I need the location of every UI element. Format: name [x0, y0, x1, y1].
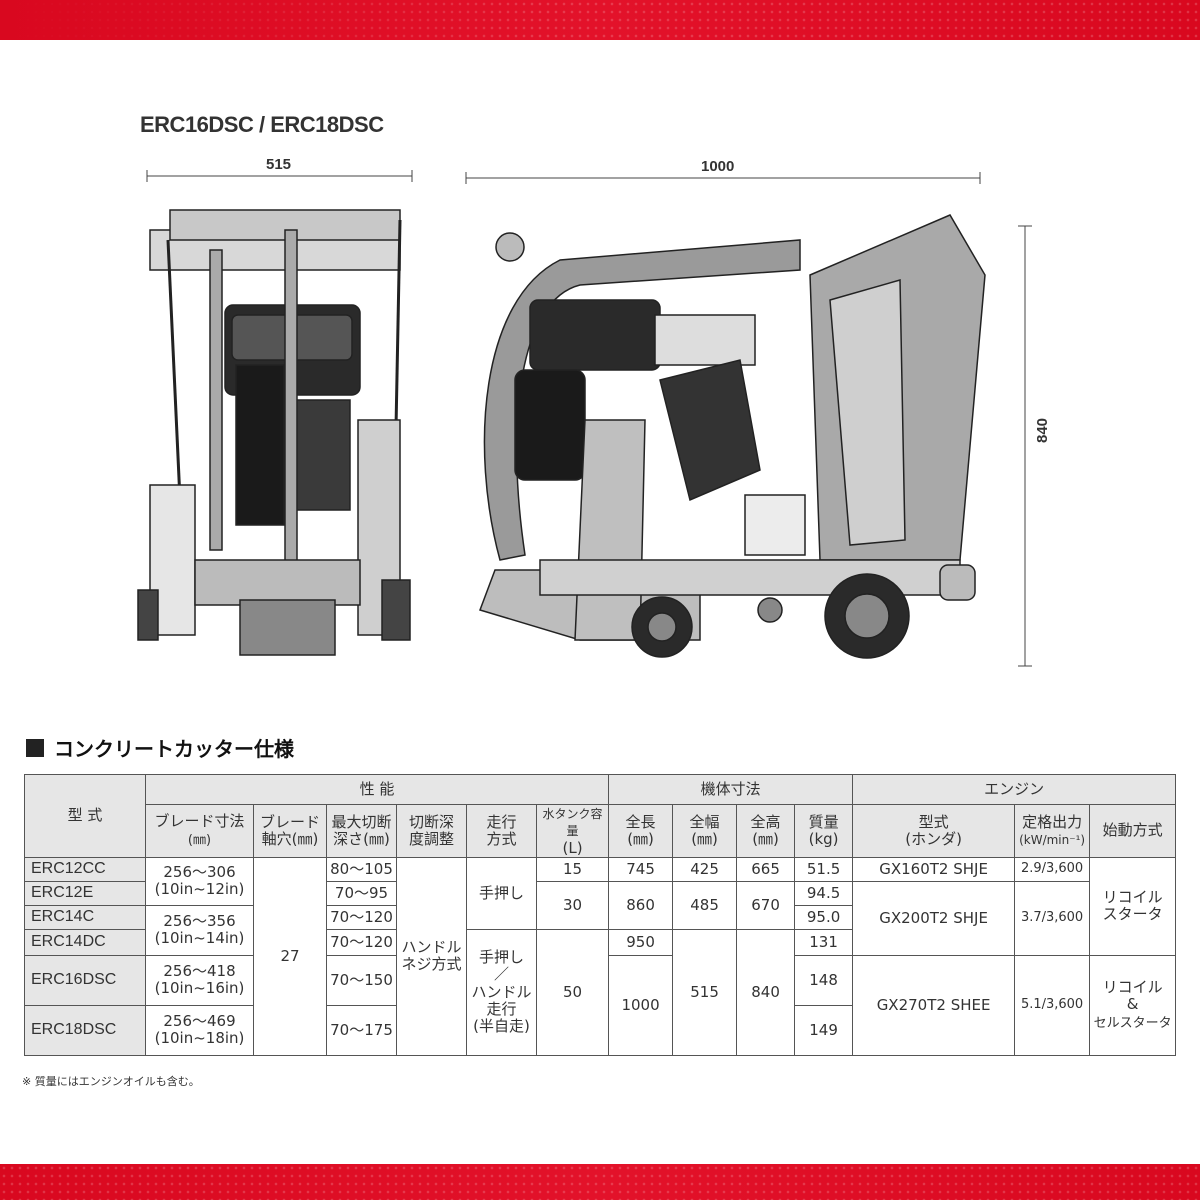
header-weight: 質量(kg) — [794, 804, 854, 858]
height-cell: 665 — [736, 856, 796, 882]
rated-output-cell: 3.7/3,600 — [1014, 880, 1091, 956]
engine-model-cell: GX200T2 SHJE — [852, 880, 1016, 956]
model-cell: ERC16DSC — [24, 954, 146, 1006]
table-row: ERC12E 70～95 30 860 485 670 94.5 GX200T2… — [24, 880, 1176, 956]
header-length: 全長(㎜) — [608, 804, 674, 858]
rated-output-cell: 5.1/3,600 — [1014, 954, 1091, 1056]
tank-cell: 15 — [535, 856, 610, 882]
model-cell: ERC14C — [24, 904, 146, 930]
height-cell: 840 — [736, 928, 796, 1056]
top-red-band — [0, 0, 1200, 40]
side-view — [479, 214, 986, 659]
header-body-dims: 機体寸法 — [608, 774, 854, 805]
footnote: ※ 質量にはエンジンオイルも含む。 — [22, 1075, 200, 1088]
model-cell: ERC18DSC — [24, 1004, 146, 1056]
weight-cell: 94.5 — [794, 880, 854, 906]
section-square-icon — [26, 738, 44, 757]
tank-cell: 30 — [535, 880, 610, 930]
table-row: ERC12CC 256～306(10in~12in) 27 80～105 ハンド… — [24, 856, 1177, 1056]
header-start: 始動方式 — [1089, 804, 1177, 858]
weight-cell: 95.0 — [794, 904, 854, 930]
dim-side-length: 1000 — [701, 158, 735, 175]
header-max-depth: 最大切断深さ(㎜) — [326, 804, 397, 858]
depth-cell: 70～120 — [326, 904, 397, 930]
width-cell: 485 — [672, 880, 738, 930]
width-cell: 515 — [672, 928, 738, 1056]
header-tank: 水タンク容量(L) — [535, 804, 610, 858]
header-depth-adj: 切断深度調整 — [396, 804, 467, 858]
depth-cell: 70～120 — [326, 928, 397, 956]
table-row: ERC14DC 70～120 手押し／ハンドル走行(半自走) 50 950 51… — [24, 928, 1176, 1056]
header-rated-output: 定格出力(kW/min⁻¹) — [1014, 804, 1091, 858]
front-view — [137, 209, 411, 656]
header-model: 型 式 — [24, 774, 146, 858]
header-blade-size: ブレード寸法(㎜) — [145, 804, 254, 858]
length-cell: 1000 — [608, 954, 674, 1056]
model-cell: ERC14DC — [24, 928, 146, 956]
header-travel: 走行方式 — [466, 804, 537, 858]
header-height: 全高(㎜) — [736, 804, 796, 858]
drawing-title: ERC16DSC / ERC18DSC — [140, 112, 384, 137]
header-width: 全幅(㎜) — [672, 804, 738, 858]
model-cell: ERC12CC — [24, 856, 146, 882]
header-performance: 性 能 — [144, 774, 610, 805]
machine-drawing — [137, 170, 1032, 667]
depth-cell: 80～105 — [326, 856, 397, 882]
blade-size-cell: 256～418(10in~16in) — [145, 954, 254, 1006]
header-engine-model: 型式(ホンダ) — [852, 804, 1016, 858]
header-engine: エンジン — [852, 774, 1177, 805]
weight-cell: 51.5 — [794, 856, 854, 882]
start-cell: リコイル&セルスタータ — [1089, 954, 1177, 1056]
height-cell: 670 — [736, 880, 796, 930]
weight-cell: 131 — [794, 928, 854, 956]
weight-cell: 149 — [794, 1004, 854, 1056]
length-cell: 745 — [608, 856, 674, 882]
rated-output-cell: 2.9/3,600 — [1014, 856, 1091, 882]
table-row: ERC18DSC 256～469(10in~18in) 70～175 149 — [24, 1004, 1176, 1056]
depth-cell: 70～95 — [326, 880, 397, 906]
travel-cell: 手押し／ハンドル走行(半自走) — [466, 928, 537, 1056]
bottom-red-band — [0, 1164, 1200, 1200]
blade-size-cell: 256～469(10in~18in) — [145, 1004, 254, 1056]
travel-cell: 手押し — [466, 856, 537, 930]
start-cell: リコイルスタータ — [1089, 856, 1177, 956]
engine-model-cell: GX270T2 SHEE — [852, 954, 1016, 1056]
depth-cell: 70～175 — [326, 1004, 397, 1056]
length-cell: 860 — [608, 880, 674, 930]
depth-adj-cell: ハンドルネジ方式 — [396, 856, 467, 1056]
blade-size-cell: 256～356(10in~14in) — [145, 904, 254, 956]
arbor-cell: 27 — [253, 856, 327, 1056]
engine-model-cell: GX160T2 SHJE — [852, 856, 1016, 882]
dim-front-width: 515 — [266, 156, 292, 173]
depth-cell: 70～150 — [326, 954, 397, 1006]
section-title: コンクリートカッター仕様 — [26, 733, 294, 762]
header-arbor: ブレード軸穴(㎜) — [253, 804, 327, 858]
blade-size-cell: 256～306(10in~12in) — [145, 856, 254, 906]
length-cell: 950 — [608, 928, 674, 956]
width-cell: 425 — [672, 856, 738, 882]
spec-table: 型 式 性 能 機体寸法 エンジン ブレード寸法(㎜) ブレード軸穴(㎜) 最大… — [24, 774, 1177, 1056]
model-cell: ERC12E — [24, 880, 146, 906]
table-row: ERC16DSC 256～418(10in~16in) 70～150 1000 … — [24, 954, 1177, 1056]
tank-cell: 50 — [535, 928, 610, 1056]
weight-cell: 148 — [794, 954, 854, 1006]
